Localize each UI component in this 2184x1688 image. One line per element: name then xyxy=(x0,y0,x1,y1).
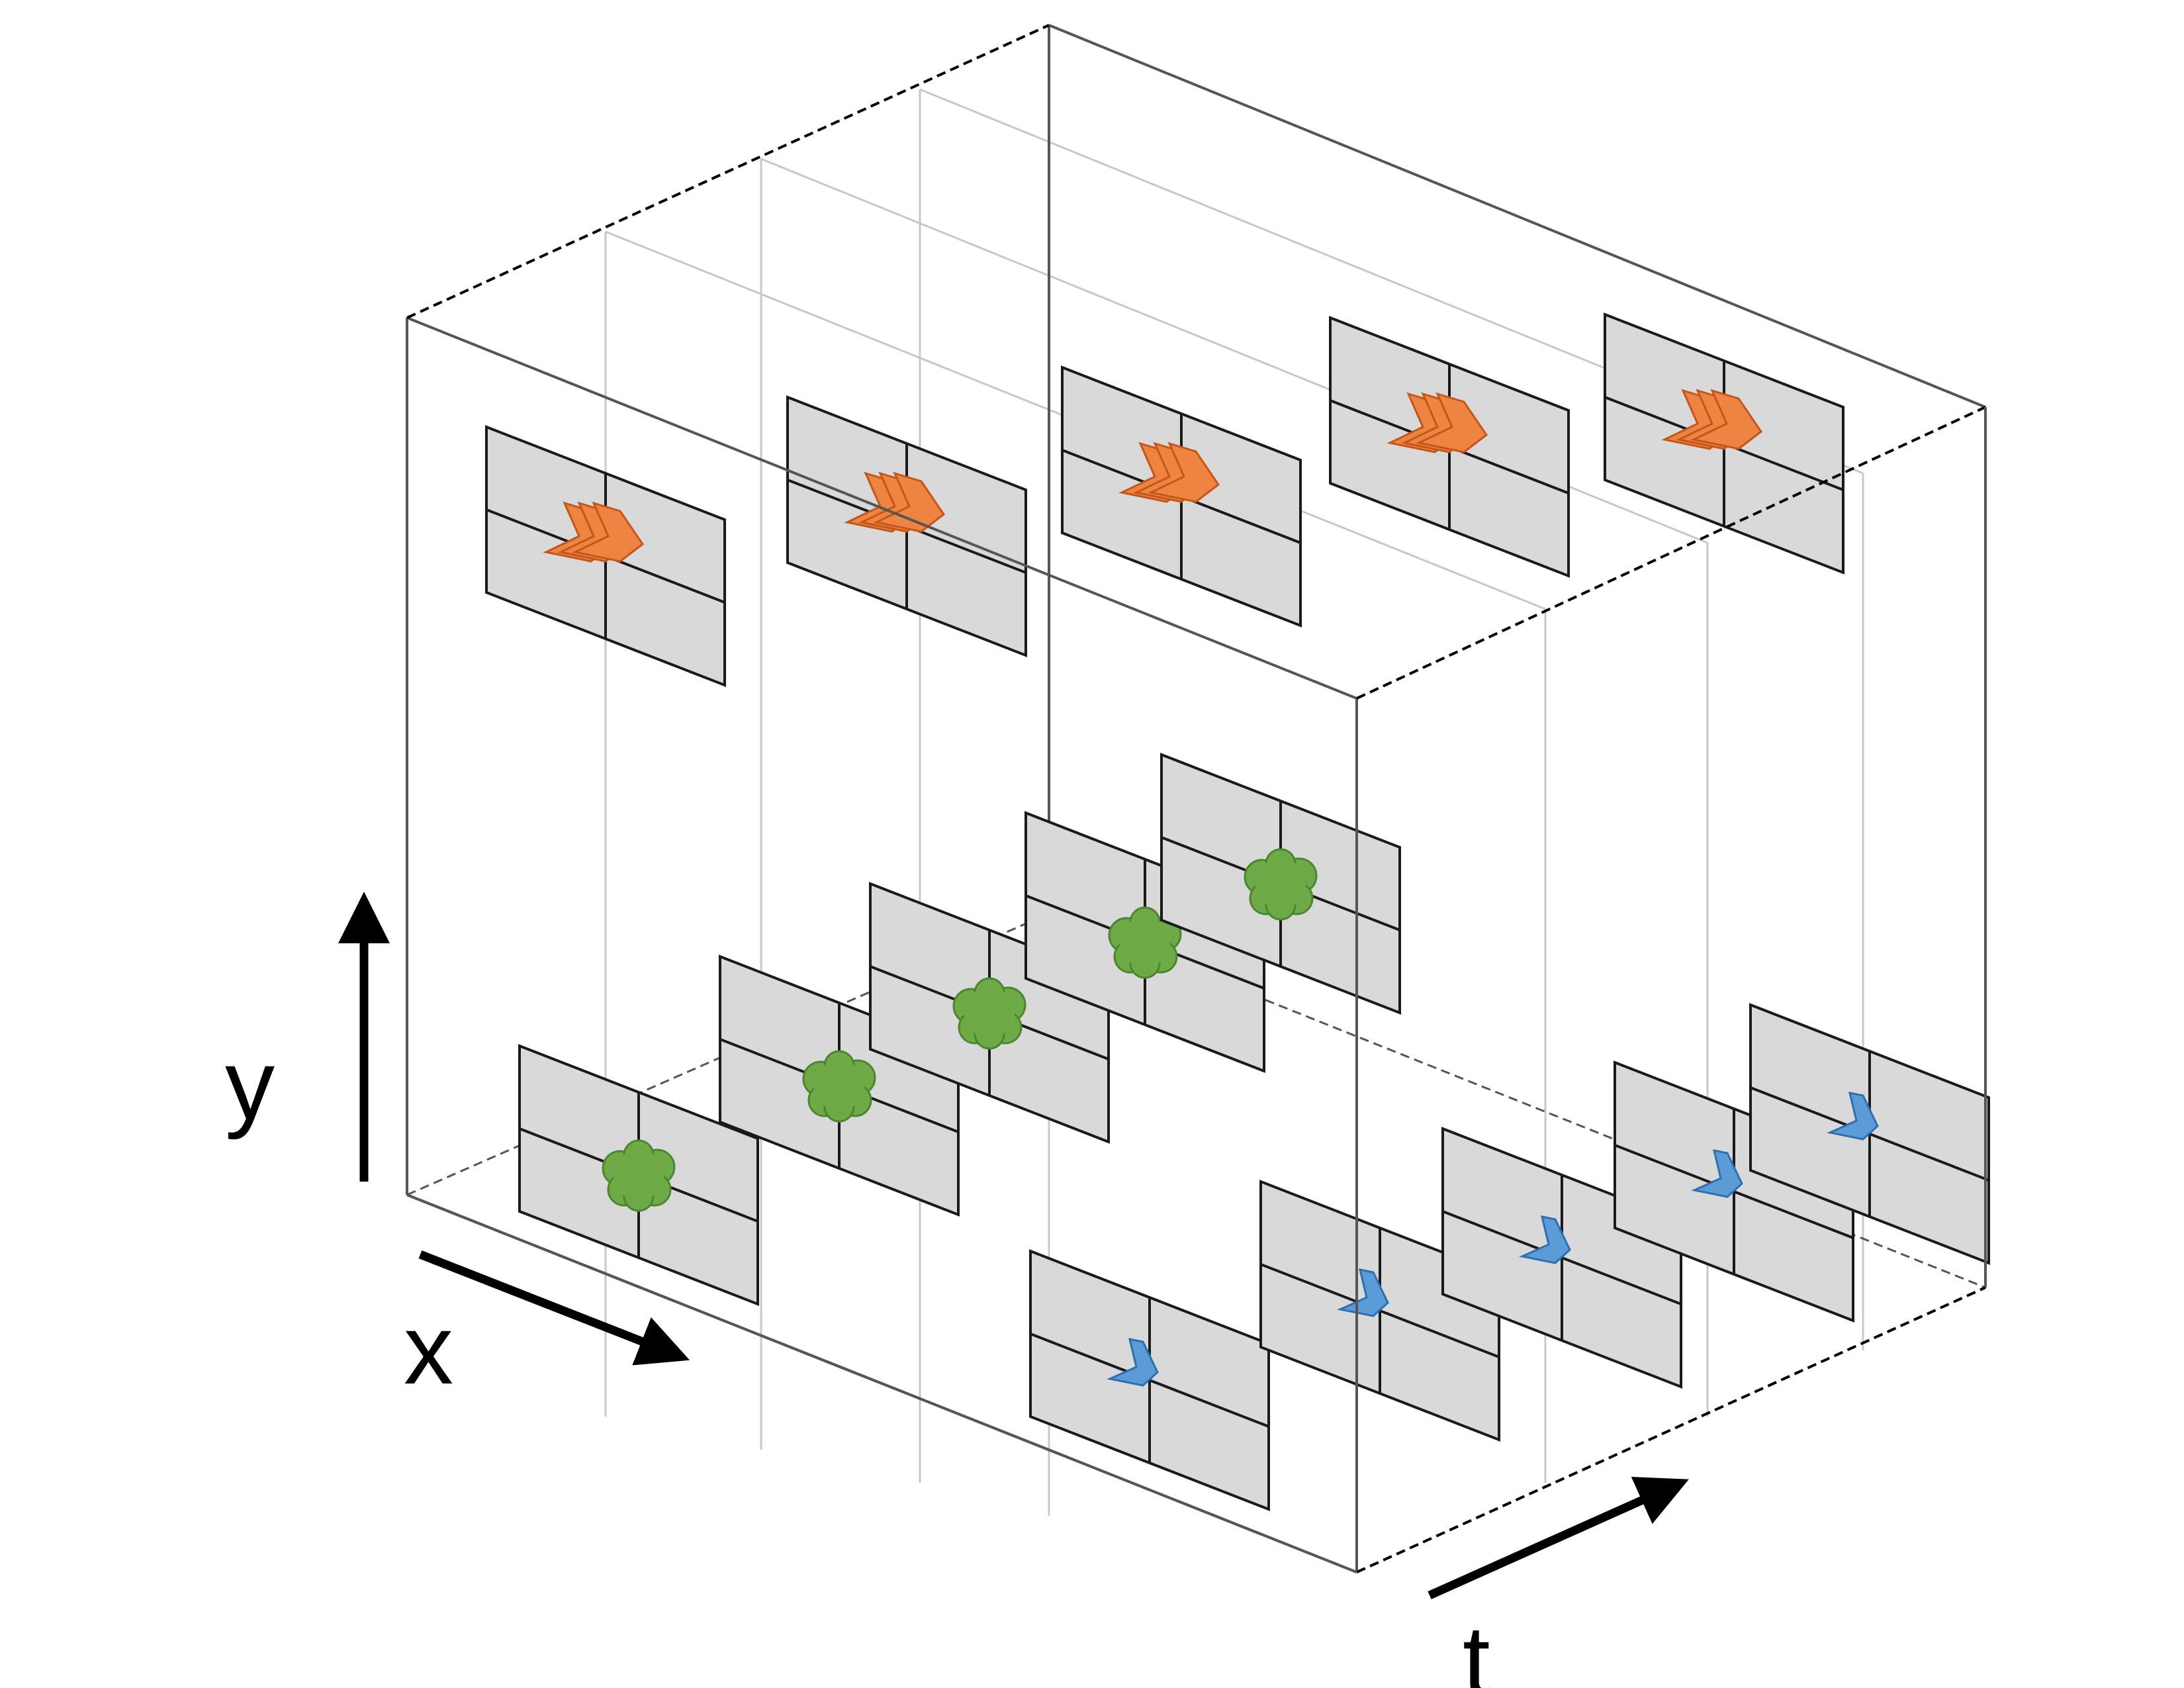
frame xyxy=(518,1044,759,1306)
chevron-icon xyxy=(1387,392,1488,453)
blob-icon xyxy=(602,1139,676,1212)
frame xyxy=(1329,316,1570,578)
arrow-icon xyxy=(1337,1268,1389,1317)
frame xyxy=(786,395,1027,657)
chevron-icon xyxy=(572,501,645,563)
blob-icon xyxy=(1244,848,1318,921)
chevron-icon xyxy=(1690,389,1763,450)
blob-icon xyxy=(964,988,1015,1038)
cube-edge xyxy=(1048,24,1986,408)
cube-edge xyxy=(406,1194,1357,1573)
arrow-icon xyxy=(1519,1215,1571,1264)
frame xyxy=(1604,312,1844,575)
blob-icon xyxy=(802,1050,876,1123)
t-axis-arrow xyxy=(1428,1476,1689,1599)
cube-edge-dashed xyxy=(1356,1286,1986,1573)
blob-icon xyxy=(952,977,1026,1050)
chevron-icon xyxy=(1661,389,1763,450)
chevron-icon xyxy=(844,471,946,533)
x-axis-arrow xyxy=(418,1250,690,1366)
arrow-icon xyxy=(1107,1338,1159,1387)
cube-edge-dashed xyxy=(406,24,1050,319)
frame xyxy=(1061,365,1302,628)
frame xyxy=(719,955,960,1217)
frame xyxy=(869,882,1110,1144)
blob-icon xyxy=(1255,859,1306,909)
video-frames xyxy=(485,312,1990,1511)
cube-edge xyxy=(406,316,1357,700)
blob-icon xyxy=(1120,917,1170,967)
arrow-icon xyxy=(1827,1092,1879,1141)
blob-icon xyxy=(614,1150,664,1200)
frame xyxy=(1259,1180,1500,1442)
frame xyxy=(1749,1003,1990,1265)
frame xyxy=(485,425,726,687)
y-axis-label: y xyxy=(225,1029,275,1140)
arrow-icon xyxy=(1691,1149,1743,1198)
chevron-icon xyxy=(873,471,946,533)
x-axis-label: x xyxy=(404,1293,453,1405)
chevron-icon xyxy=(1148,442,1220,503)
frame xyxy=(1160,753,1401,1015)
t-axis-label: t xyxy=(1463,1605,1490,1688)
frame xyxy=(1441,1127,1682,1389)
blob-icon xyxy=(814,1060,864,1111)
frame xyxy=(1029,1249,1270,1511)
cube-front-edges xyxy=(406,24,1987,1573)
chevron-icon xyxy=(1416,392,1488,453)
chevron-icon xyxy=(543,501,645,563)
axis-indicators: y x t xyxy=(225,892,1689,1688)
frame xyxy=(1614,1060,1854,1323)
chevron-icon xyxy=(1118,442,1220,503)
